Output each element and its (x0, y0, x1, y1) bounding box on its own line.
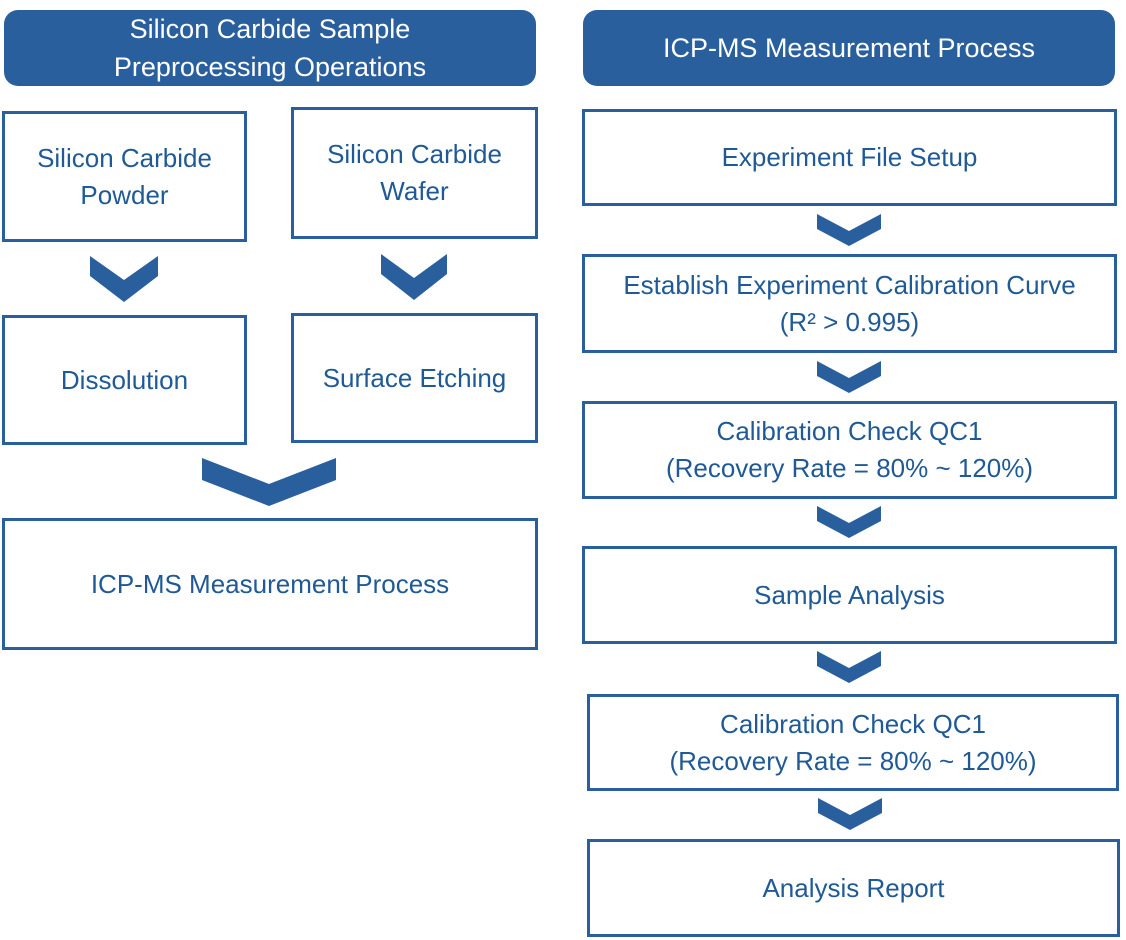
right-header: ICP-MS Measurement Process (583, 10, 1115, 86)
chevron-down-icon (818, 798, 882, 830)
wafer-label: Silicon Carbide Wafer (327, 139, 502, 206)
chevron-down-icon (817, 214, 881, 246)
left-header-text: Silicon Carbide Sample Preprocessing Ope… (113, 14, 427, 82)
icpms-process-label: ICP-MS Measurement Process (90, 568, 450, 599)
surface-etching-label: Surface Etching (322, 362, 507, 393)
dissolution-label: Dissolution (60, 364, 189, 395)
icpms-process-box: ICP-MS Measurement Process (2, 518, 538, 650)
powder-box: Silicon Carbide Powder (2, 111, 247, 242)
step-box: Sample Analysis (582, 546, 1117, 644)
chevron-down-icon (817, 361, 881, 393)
step-label: Analysis Report (762, 872, 945, 903)
surface-etching-box: Surface Etching (291, 313, 538, 443)
left-header: Silicon Carbide Sample Preprocessing Ope… (4, 10, 536, 86)
step-box: Analysis Report (587, 839, 1120, 937)
step-box: Establish Experiment Calibration Curve (… (582, 254, 1117, 353)
wafer-box: Silicon Carbide Wafer (291, 107, 538, 239)
chevron-down-icon (381, 254, 447, 300)
step-label: Calibration Check QC1 (Recovery Rate = 8… (669, 708, 1037, 776)
chevron-down-icon (817, 651, 881, 683)
dissolution-box: Dissolution (2, 315, 247, 445)
chevron-down-icon (90, 256, 158, 302)
step-box: Experiment File Setup (582, 109, 1117, 206)
step-label: Sample Analysis (754, 579, 945, 610)
step-label: Experiment File Setup (721, 142, 978, 172)
step-label: Establish Experiment Calibration Curve (… (623, 269, 1076, 337)
step-box: Calibration Check QC1 (Recovery Rate = 8… (587, 694, 1119, 791)
chevron-down-icon (817, 506, 881, 538)
step-label: Calibration Check QC1 (Recovery Rate = 8… (665, 416, 1034, 483)
right-header-text: ICP-MS Measurement Process (662, 33, 1036, 63)
step-box: Calibration Check QC1 (Recovery Rate = 8… (582, 401, 1117, 499)
chevron-down-icon (202, 458, 336, 506)
powder-label: Silicon Carbide Powder (37, 142, 212, 210)
